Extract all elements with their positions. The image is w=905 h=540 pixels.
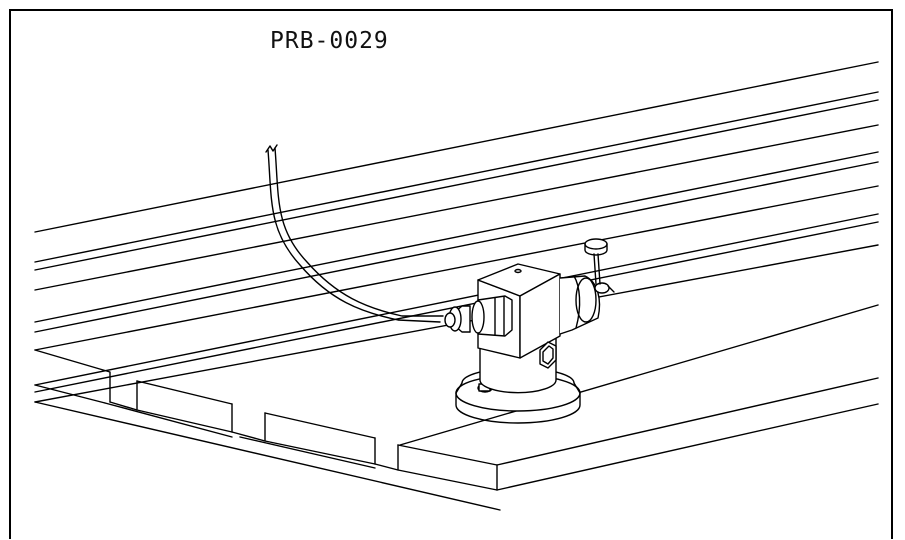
stylus-arm	[559, 238, 615, 335]
cable-fitting	[444, 295, 513, 337]
drawing-border	[9, 9, 893, 539]
part-number-label: PRB-0029	[270, 28, 389, 54]
probe-cable	[265, 144, 444, 323]
table-bar-ends	[34, 349, 879, 511]
